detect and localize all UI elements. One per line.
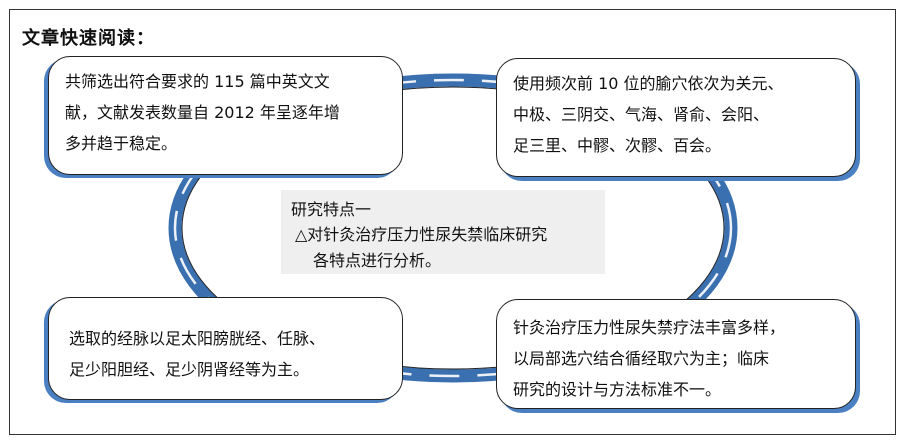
center-line-1: △对针灸治疗压力性尿失禁临床研究 — [295, 225, 548, 244]
finding-box-acupoints: 使用频次前 10 位的腧穴依次为关元、 中极、三阴交、气海、肾俞、会阳、 足三里… — [496, 58, 856, 177]
box-text-line: 献，文献发表数量自 2012 年呈逐年增 — [65, 103, 340, 122]
content-frame — [9, 9, 896, 435]
box-text-line: 足三里、中髎、次髎、百会。 — [513, 136, 722, 155]
finding-box-literature: 共筛选出符合要求的 115 篇中英文文 献，文献发表数量自 2012 年呈逐年增… — [48, 56, 403, 175]
center-line-2: 各特点进行分析。 — [313, 251, 442, 270]
box-text-line: 共筛选出符合要求的 115 篇中英文文 — [65, 72, 330, 91]
box-text-line: 研究的设计与方法标准不一。 — [513, 380, 722, 399]
box-text-line: 使用频次前 10 位的腧穴依次为关元、 — [513, 74, 784, 93]
box-text-line: 中极、三阴交、气海、肾俞、会阳、 — [513, 105, 770, 124]
box-text-line: 针灸治疗压力性尿失禁疗法丰富多样， — [513, 318, 786, 337]
finding-box-meridians: 选取的经脉以足太阳膀胱经、任脉、 足少阳胆经、足少阴肾经等为主。 — [48, 297, 403, 400]
finding-box-methods: 针灸治疗压力性尿失禁疗法丰富多样， 以局部选穴结合循经取穴为主；临床 研究的设计… — [496, 299, 856, 409]
box-text-line: 以局部选穴结合循经取穴为主；临床 — [513, 349, 770, 368]
section-title: 文章快速阅读： — [22, 28, 155, 49]
box-text-line: 选取的经脉以足太阳膀胱经、任脉、 — [69, 329, 326, 348]
center-summary: 研究特点一 △对针灸治疗压力性尿失禁临床研究 各特点进行分析。 — [281, 190, 605, 274]
center-heading: 研究特点一 — [291, 200, 372, 219]
box-text-line: 多并趋于稳定。 — [65, 134, 178, 153]
box-text-line: 足少阳胆经、足少阴肾经等为主。 — [69, 360, 310, 379]
